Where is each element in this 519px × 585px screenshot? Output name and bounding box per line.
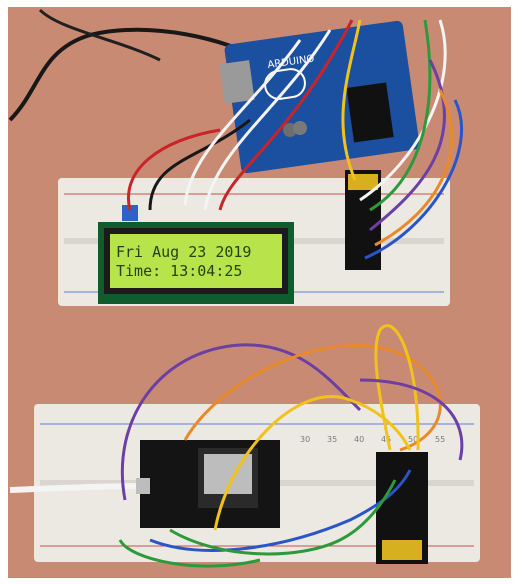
wire-blue-upper [364,99,463,260]
wire-blue-lower [149,469,412,552]
wire-red-upper-2 [218,19,354,211]
bb-num-45: 45 [381,435,391,444]
wire-red-upper [127,128,221,211]
lcd-line-1: Fri Aug 23 2019 [116,243,251,261]
nrf-module-upper [345,170,381,270]
bb-num-30: 30 [300,435,310,444]
wire-purple-lower [120,343,362,501]
wire-white-upper-3 [359,19,447,202]
nrf-lower-antenna [382,540,422,560]
bb-num-55: 55 [435,435,445,444]
wire-white-upper-2 [203,29,332,211]
wire-yellow-lower-2 [374,324,420,451]
capacitor-2 [293,121,307,135]
wire-green-upper [369,19,432,212]
wire-green-lower-2 [118,539,261,568]
wire-orange-lower [183,344,442,452]
wire-purple-lower-2 [359,378,464,461]
wire-white-upper-1 [183,39,302,206]
atmega-chip [346,82,394,143]
wire-yellow-lower-1 [213,395,412,531]
wire-purple-upper [369,59,447,232]
lcd-line-2: Time: 13:04:25 [116,262,242,280]
usb-cable-white [9,483,141,493]
lcd-module: Fri Aug 23 2019 Time: 13:04:25 [98,222,294,304]
wire-black-upper [148,118,251,211]
wire-yellow-upper [341,19,362,181]
nodemcu-board [136,440,280,528]
bb-num-50: 50 [408,435,418,444]
lcd-screen [110,234,282,288]
potentiometer [122,205,138,221]
bb-num-35: 35 [327,435,337,444]
cable-black-2 [38,8,161,62]
nrf-module-lower [376,452,428,564]
usb-jack [219,60,255,104]
wire-orange-upper [374,89,454,247]
micro-usb [136,478,150,494]
bb-num-40: 40 [354,435,364,444]
arduino-logo [264,68,306,100]
wire-green-lower [169,479,397,556]
